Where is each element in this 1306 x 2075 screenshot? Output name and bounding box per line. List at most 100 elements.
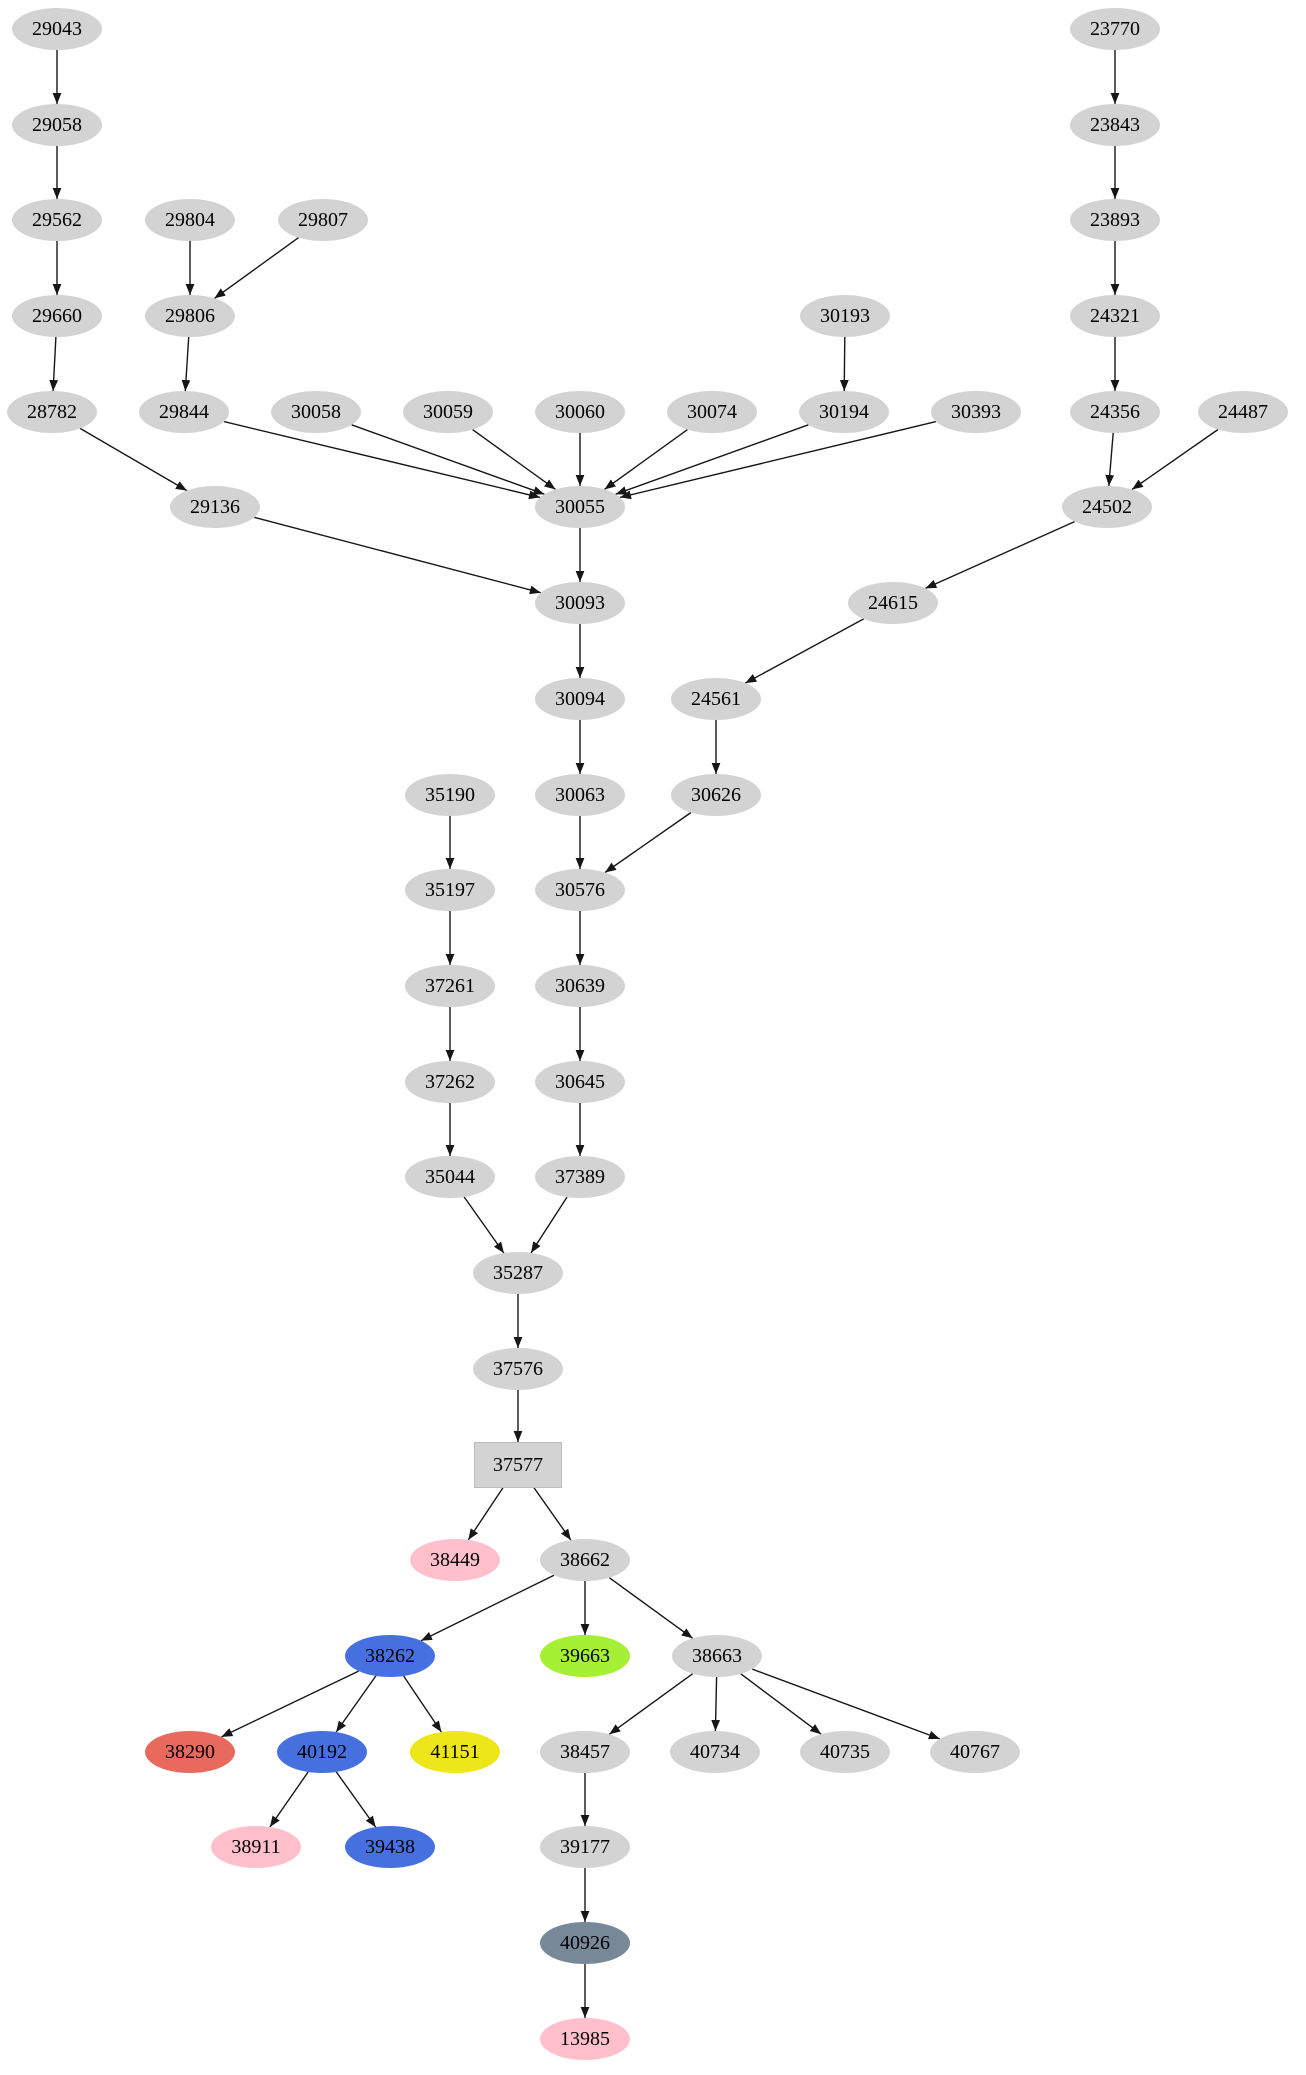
node-label: 30058 [291, 400, 341, 423]
node-label: 30393 [951, 400, 1001, 423]
graph-node-38262: 38262 [345, 1635, 435, 1677]
graph-edge-30626-30576 [604, 811, 692, 874]
node-label: 29804 [165, 208, 215, 231]
graph-node-23843: 23843 [1070, 104, 1160, 146]
node-label: 37262 [425, 1070, 475, 1093]
graph-node-24502: 24502 [1062, 486, 1152, 528]
graph-edge-28782-29136 [79, 427, 188, 492]
graph-node-24356: 24356 [1070, 391, 1160, 433]
node-label: 41151 [430, 1740, 480, 1763]
graph-node-39177: 39177 [540, 1826, 630, 1868]
graph-edge-30193-30194 [839, 336, 849, 392]
node-label: 24615 [868, 591, 918, 614]
graph-node-38911: 38911 [211, 1826, 301, 1868]
graph-edge-29844-30055 [223, 420, 541, 500]
graph-node-40767: 40767 [930, 1731, 1020, 1773]
node-label: 28782 [27, 400, 77, 423]
node-label: 40734 [690, 1740, 740, 1763]
graph-node-37262: 37262 [405, 1061, 495, 1103]
graph-node-29807: 29807 [278, 199, 368, 241]
graph-edge-38662-38262 [420, 1574, 555, 1642]
node-label: 30093 [555, 591, 605, 614]
node-label: 37576 [493, 1357, 543, 1380]
node-label: 39177 [560, 1835, 610, 1858]
node-label: 29136 [190, 495, 240, 518]
node-label: 23843 [1090, 113, 1140, 136]
node-label: 40926 [560, 1931, 610, 1954]
node-label: 24561 [691, 687, 741, 710]
node-label: 37389 [555, 1165, 605, 1188]
graph-node-30194: 30194 [799, 391, 889, 433]
graph-node-41151: 41151 [410, 1731, 500, 1773]
node-label: 24487 [1218, 400, 1268, 423]
graph-edge-29806-29844 [181, 336, 191, 392]
node-label: 23770 [1090, 17, 1140, 40]
graph-node-38290: 38290 [145, 1731, 235, 1773]
node-label: 29660 [32, 304, 82, 327]
graph-node-37261: 37261 [405, 965, 495, 1007]
graph-node-37576: 37576 [473, 1348, 563, 1390]
graph-edge-38262-40192 [335, 1675, 377, 1733]
node-label: 38449 [430, 1548, 480, 1571]
graph-node-30074: 30074 [667, 391, 757, 433]
graph-node-30058: 30058 [271, 391, 361, 433]
graph-node-30193: 30193 [800, 295, 890, 337]
graph-edge-37577-38449 [467, 1486, 505, 1541]
graph-node-30094: 30094 [535, 678, 625, 720]
node-label: 29806 [165, 304, 215, 327]
graph-node-38449: 38449 [410, 1539, 500, 1581]
node-label: 38262 [365, 1644, 415, 1667]
graph-node-40734: 40734 [670, 1731, 760, 1773]
node-label: 35044 [425, 1165, 475, 1188]
graph-node-30060: 30060 [535, 391, 625, 433]
graph-node-30055: 30055 [535, 486, 625, 528]
graph-edge-29660-28782 [49, 336, 59, 392]
graph-node-30576: 30576 [535, 869, 625, 911]
graph-edge-30059-30055 [472, 429, 556, 490]
graph-node-39438: 39438 [345, 1826, 435, 1868]
node-label: 30194 [819, 400, 869, 423]
graph-edge-37389-35287 [530, 1196, 568, 1254]
node-label: 39663 [560, 1644, 610, 1667]
graph-node-38662: 38662 [540, 1539, 630, 1581]
node-label: 30094 [555, 687, 605, 710]
node-label: 39438 [365, 1835, 415, 1858]
graph-node-29806: 29806 [145, 295, 235, 337]
graph-node-28782: 28782 [7, 391, 97, 433]
graph-node-13985: 13985 [540, 2018, 630, 2060]
graph-edge-24615-24561 [744, 618, 865, 684]
node-label: 30074 [687, 400, 737, 423]
graph-node-29043: 29043 [12, 8, 102, 50]
node-label: 30060 [555, 400, 605, 423]
graph-edge-30194-30055 [615, 424, 809, 495]
graph-node-30059: 30059 [403, 391, 493, 433]
graph-node-23770: 23770 [1070, 8, 1160, 50]
graph-edge-30058-30055 [351, 424, 545, 495]
graph-node-29804: 29804 [145, 199, 235, 241]
node-label: 30063 [555, 783, 605, 806]
node-label: 24356 [1090, 400, 1140, 423]
graph-edge-38663-40735 [740, 1673, 822, 1735]
graph-edge-40192-38911 [269, 1771, 309, 1828]
node-label: 40735 [820, 1740, 870, 1763]
node-label: 38662 [560, 1548, 610, 1571]
graph-edge-38663-40767 [751, 1668, 941, 1740]
graph-node-29844: 29844 [139, 391, 229, 433]
node-label: 30059 [423, 400, 473, 423]
graph-node-29562: 29562 [12, 199, 102, 241]
node-label: 35197 [425, 878, 475, 901]
node-label: 24321 [1090, 304, 1140, 327]
node-label: 29058 [32, 113, 82, 136]
graph-node-30093: 30093 [535, 582, 625, 624]
node-label: 30626 [691, 783, 741, 806]
node-label: 37577 [493, 1453, 543, 1476]
node-label: 30055 [555, 495, 605, 518]
graph-node-24321: 24321 [1070, 295, 1160, 337]
node-label: 30576 [555, 878, 605, 901]
graph-node-29058: 29058 [12, 104, 102, 146]
graph-edge-24502-24615 [925, 520, 1075, 590]
graph-edge-38662-38663 [608, 1577, 694, 1639]
graph-edge-24356-24502 [1105, 432, 1115, 487]
node-label: 13985 [560, 2027, 610, 2050]
